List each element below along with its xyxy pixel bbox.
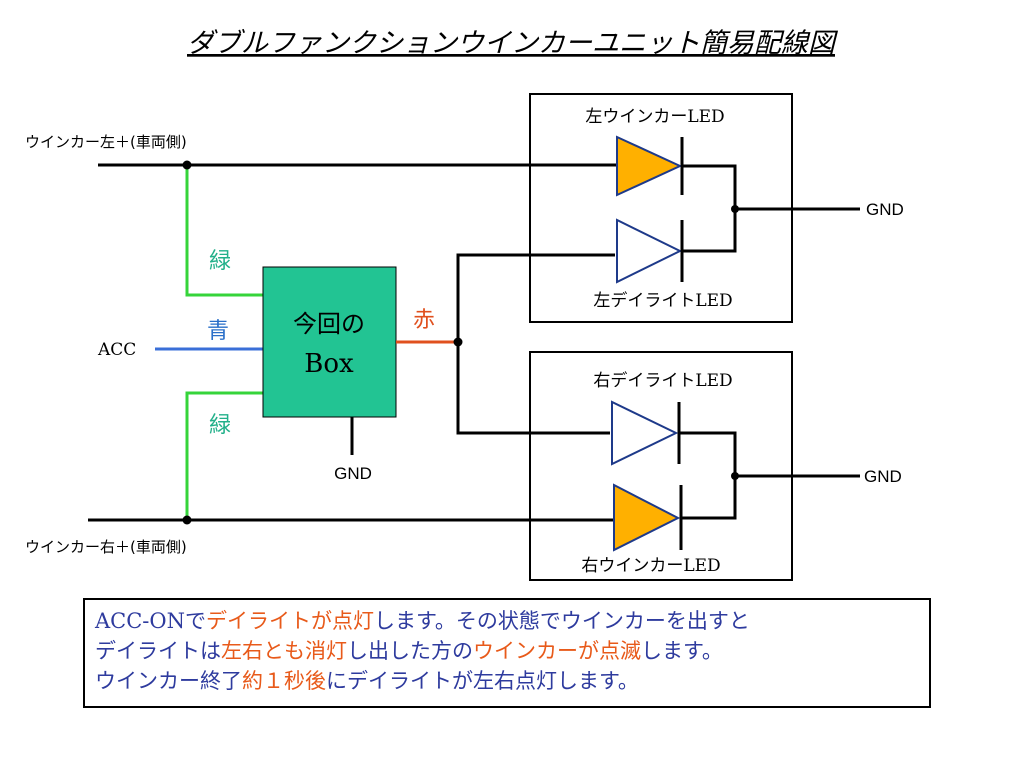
note-line-1: ACC-ONでデイライトが点灯します。その状態でウインカーを出すと <box>95 606 919 636</box>
right-turn-wire-label: ウインカー右＋(車両側) <box>25 538 187 556</box>
junction-dot <box>731 472 739 480</box>
right-turn-led-label: 右ウインカーLED <box>581 556 720 576</box>
blue-label: 青 <box>207 319 229 344</box>
junction-dot <box>182 160 192 170</box>
red-label: 赤 <box>413 308 435 333</box>
note-line-3: ウインカー終了約１秒後にデイライトが左右点灯します。 <box>95 666 919 696</box>
box-label-line1: 今回の <box>293 310 365 338</box>
green-wire-bottom <box>185 391 263 520</box>
note-segment: します。その状態でウインカーを出すと <box>374 609 750 633</box>
right-turn-led-icon <box>613 483 681 552</box>
left-turn-wire-label: ウインカー左＋(車両側) <box>25 133 187 151</box>
note-segment: で <box>185 609 206 633</box>
green-wire-top <box>185 165 263 297</box>
left-turn-led-label: 左ウインカーLED <box>585 107 724 127</box>
junction-dot <box>182 515 192 525</box>
right-daylight-led-icon <box>611 400 679 466</box>
note-line-2: デイライトは左右とも消灯し出した方のウインカーが点滅します。 <box>95 636 919 666</box>
note-segment: デイライトは <box>95 639 221 663</box>
note-segment: ウインカーが点滅 <box>473 639 641 663</box>
note-segment: します。 <box>641 639 723 663</box>
junction-dot <box>731 205 739 213</box>
box-label-line2: Box <box>304 349 354 379</box>
upper-gnd-label: GND <box>866 200 904 219</box>
note-segment: し出した方の <box>347 639 473 663</box>
acc-label: ACC <box>97 340 136 360</box>
left-daylight-led-icon <box>616 218 683 284</box>
green-bottom-label: 緑 <box>209 413 231 438</box>
upper-cathode-bus <box>682 164 737 253</box>
note-segment: 左右とも消灯 <box>221 639 347 663</box>
left-turn-led-icon <box>616 135 683 197</box>
note-segment: にデイライトが左右点灯します。 <box>326 669 639 693</box>
green-top-label: 緑 <box>209 249 231 274</box>
control-box <box>262 266 397 418</box>
daylight-feed-wire <box>456 253 615 435</box>
lower-cathode-bus <box>679 431 737 520</box>
lower-gnd-label: GND <box>864 467 902 486</box>
note-segment: ウインカー終了 <box>95 669 242 693</box>
page-title: ダブルファンクションウインカーユニット簡易配線図 <box>187 28 839 59</box>
left-daylight-led-label: 左デイライトLED <box>593 290 732 311</box>
note-segment: 約１秒後 <box>242 669 326 693</box>
explanation-note: ACC-ONでデイライトが点灯します。その状態でウインカーを出すと デイライトは… <box>83 598 931 708</box>
note-segment: デイライトが点灯 <box>206 609 374 633</box>
note-segment: ACC-ON <box>95 609 185 633</box>
box-gnd-label: GND <box>334 464 372 483</box>
right-daylight-led-label: 右デイライトLED <box>593 370 732 391</box>
lower-led-module <box>529 351 793 581</box>
